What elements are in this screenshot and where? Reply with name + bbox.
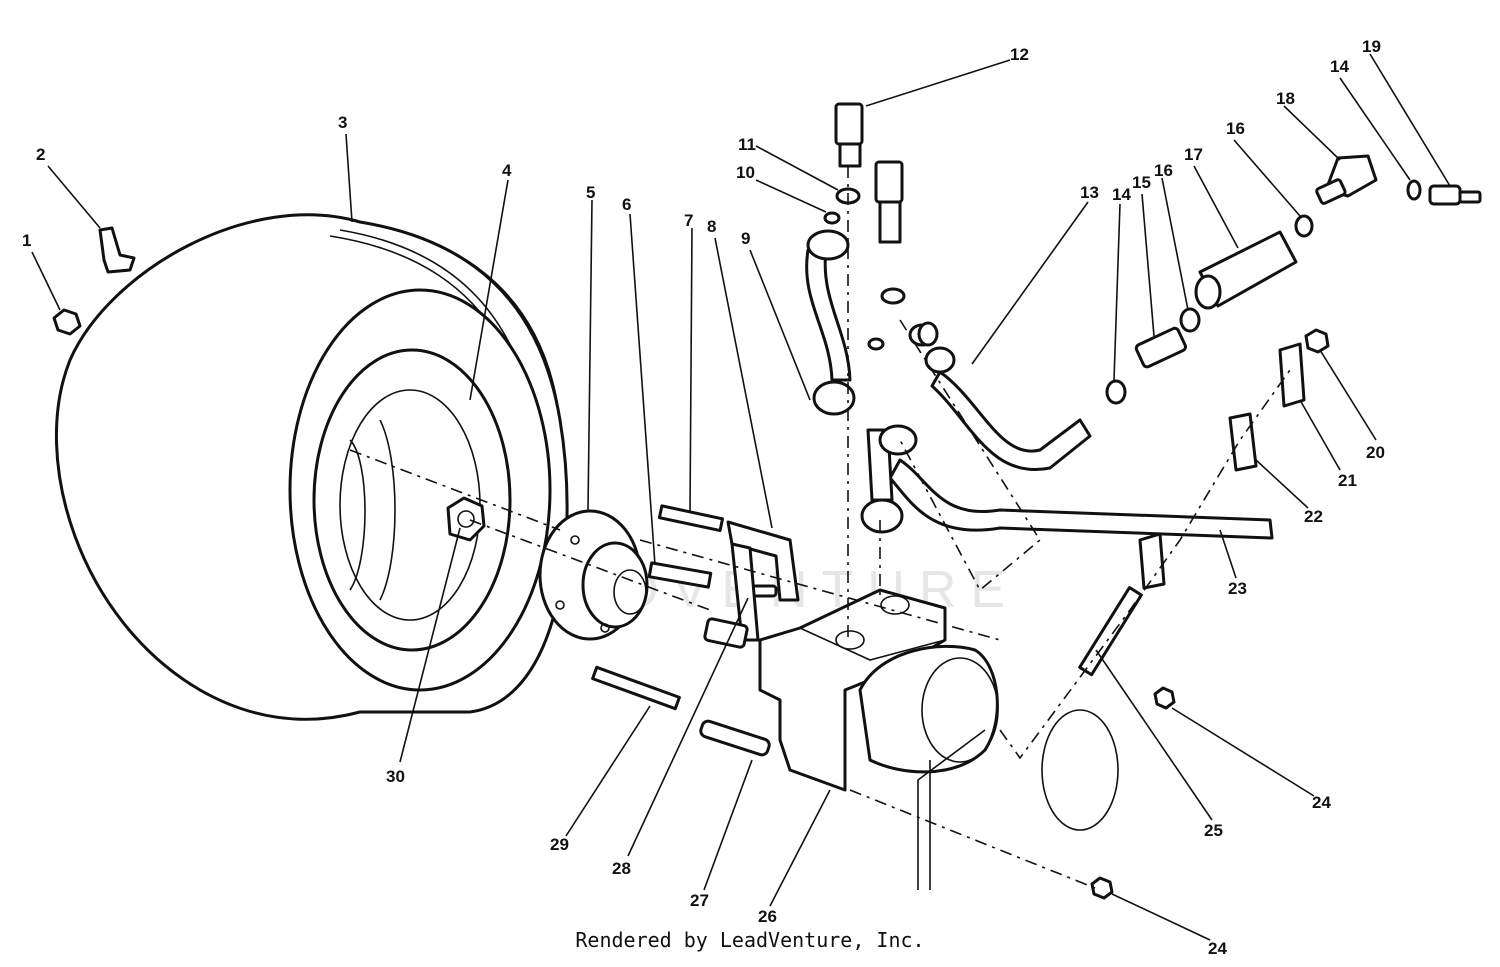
callout-17: 17	[1184, 145, 1203, 164]
callout-4: 4	[502, 161, 512, 180]
callout-24-b: 24	[1208, 939, 1227, 958]
callout-19: 19	[1362, 37, 1381, 56]
credit-footer: Rendered by LeadVenture, Inc.	[575, 928, 925, 952]
callout-14-a: 14	[1112, 185, 1131, 204]
callout-5: 5	[586, 183, 595, 202]
gasket	[1041, 709, 1119, 831]
callout-labels: 1 2 3 4 5 6 7 8 9 10 11 12 13 14 15 16 1…	[22, 37, 1385, 958]
callout-26: 26	[758, 907, 777, 926]
hub	[538, 509, 649, 641]
callout-13: 13	[1080, 183, 1099, 202]
callout-11: 11	[738, 135, 756, 154]
callout-9: 9	[741, 229, 750, 248]
callout-27: 27	[690, 891, 709, 910]
callout-10: 10	[736, 163, 755, 182]
elbow-18	[1315, 154, 1378, 205]
callout-22: 22	[1304, 507, 1323, 526]
adapter-19	[1428, 184, 1482, 206]
callout-2: 2	[36, 145, 45, 164]
bolt-7	[657, 504, 725, 533]
wheel-nut	[446, 496, 486, 542]
leader-lines	[31, 53, 1451, 941]
o-rings	[823, 179, 1422, 405]
fitting-12	[834, 102, 864, 168]
callout-1: 1	[22, 231, 31, 250]
tube-vertical	[860, 424, 918, 534]
callout-16-a: 16	[1154, 161, 1173, 180]
bolt-25	[1078, 586, 1143, 677]
callout-16-b: 16	[1226, 119, 1245, 138]
callout-23: 23	[1228, 579, 1247, 598]
alignment-lines	[349, 166, 1291, 891]
callout-21: 21	[1338, 471, 1357, 490]
callout-3: 3	[338, 113, 347, 132]
tube-23	[888, 458, 1274, 540]
tube-13	[908, 323, 1092, 472]
callout-8: 8	[707, 217, 716, 236]
callout-30: 30	[386, 767, 405, 786]
callout-29: 29	[550, 835, 569, 854]
nut-24-upper	[1153, 686, 1176, 710]
pin-27	[699, 719, 771, 757]
callout-15: 15	[1132, 173, 1151, 192]
hydraulic-hose-9	[805, 229, 856, 416]
valve-17	[1194, 230, 1298, 310]
callout-18: 18	[1276, 89, 1295, 108]
callout-28: 28	[612, 859, 631, 878]
callout-14-b: 14	[1330, 57, 1349, 76]
wheel-motor	[703, 588, 999, 792]
bracket	[726, 520, 800, 642]
clamps	[1138, 328, 1330, 590]
bolt-6	[647, 561, 713, 589]
lug-nut	[52, 308, 82, 336]
callout-12: 12	[1010, 45, 1029, 64]
fitting-15	[1134, 326, 1188, 369]
tire	[54, 213, 569, 721]
callout-7: 7	[684, 211, 693, 230]
callout-6: 6	[622, 195, 631, 214]
callout-24-a: 24	[1312, 793, 1331, 812]
callout-25: 25	[1204, 821, 1223, 840]
fitting-upper-second	[874, 160, 904, 244]
valve-stem	[98, 226, 136, 274]
callout-20: 20	[1366, 443, 1385, 462]
bolt-29	[591, 665, 681, 711]
nut-24-lower	[1090, 876, 1114, 900]
